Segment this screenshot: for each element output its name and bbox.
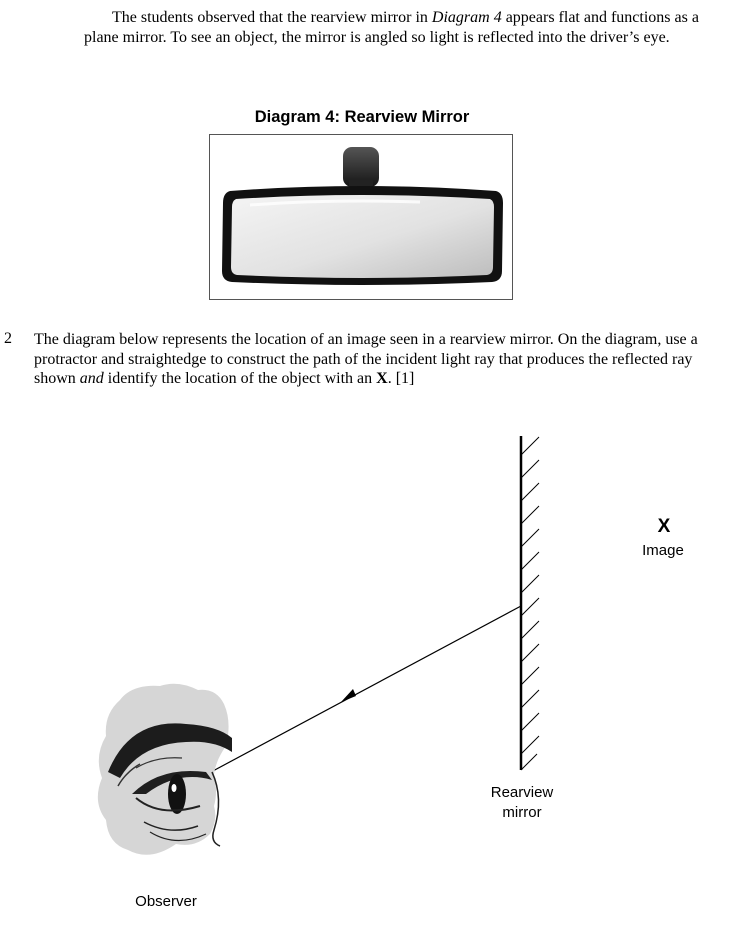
eyebrow [108, 723, 232, 778]
question-text-e: . [1] [387, 370, 415, 387]
upper-eyelid [132, 770, 212, 794]
nose-bridge [211, 771, 221, 847]
intro-text-1: The students observed that the rearview … [112, 9, 432, 26]
reflected-ray [210, 605, 522, 773]
mirror-glass [231, 195, 494, 278]
rearview-mirror-drawing [222, 147, 503, 285]
image-x-marker: X [657, 516, 671, 537]
pupil [168, 774, 186, 814]
image-label: Image [642, 542, 684, 559]
reflected-ray-arrowhead [341, 689, 356, 702]
question-text-a: The diagram below represents the locatio… [34, 331, 698, 387]
mirror-mount [343, 147, 379, 187]
observer-label: Observer [135, 893, 197, 910]
intro-text-2: appears flat and functions as a plane mi… [84, 9, 699, 46]
question-text: The diagram below represents the locatio… [34, 330, 728, 389]
ray-diagram [97, 436, 540, 855]
rearview-mirror-photo [209, 134, 513, 300]
question-number: 2 [4, 330, 12, 347]
question-text-x: X [376, 370, 388, 387]
diagram-4-title: Diagram 4: Rearview Mirror [254, 108, 470, 126]
mirror-label: Rearview mirror [470, 783, 574, 823]
observer-face-drawing [97, 683, 232, 855]
intro-diagram-ref: Diagram 4 [431, 9, 502, 26]
intro-paragraph: The students observed that the rearview … [84, 8, 704, 47]
mirror-label-line2: mirror [502, 804, 542, 821]
lower-eyelid [135, 797, 201, 812]
mirror-label-line1: Rearview [490, 784, 554, 801]
question-text-and: and [79, 370, 104, 387]
mirror-hatching [520, 436, 540, 771]
question-text-c: identify the location of the object with… [103, 370, 377, 387]
